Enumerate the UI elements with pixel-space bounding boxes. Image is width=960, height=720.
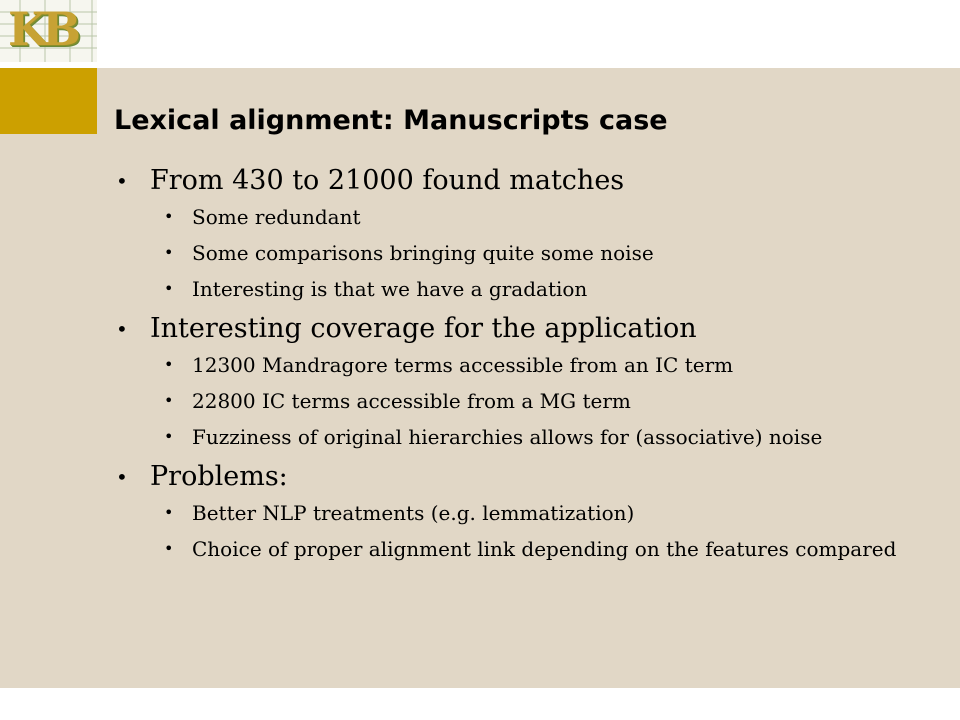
sub-bullet-text: 22800 IC terms accessible from a MG term bbox=[192, 389, 631, 413]
sub-bullet-text: Choice of proper alignment link dependin… bbox=[192, 537, 897, 561]
bullet-text: Interesting coverage for the application bbox=[150, 313, 697, 344]
sub-bullet-item: • 22800 IC terms accessible from a MG te… bbox=[112, 388, 932, 414]
bullet-icon: • bbox=[116, 317, 128, 341]
bullet-item: • Interesting coverage for the applicati… bbox=[112, 312, 932, 346]
bullet-icon: • bbox=[164, 279, 174, 298]
logo-grid bbox=[0, 0, 97, 62]
bullet-icon: • bbox=[164, 503, 174, 522]
bullet-icon: • bbox=[164, 207, 174, 226]
bullet-text: From 430 to 21000 found matches bbox=[150, 165, 625, 196]
sub-bullet-item: • Some comparisons bringing quite some n… bbox=[112, 240, 932, 266]
bullet-icon: • bbox=[116, 465, 128, 489]
sub-bullet-item: • Better NLP treatments (e.g. lemmatizat… bbox=[112, 500, 932, 526]
logo-text: KB bbox=[8, 2, 81, 56]
slide-title: Lexical alignment: Manuscripts case bbox=[114, 105, 668, 136]
bullet-item: • From 430 to 21000 found matches bbox=[112, 164, 932, 198]
sub-bullet-text: Some redundant bbox=[192, 205, 361, 229]
sub-bullet-text: Some comparisons bringing quite some noi… bbox=[192, 241, 654, 265]
sub-bullet-text: Better NLP treatments (e.g. lemmatizatio… bbox=[192, 501, 635, 525]
sub-bullet-item: • Interesting is that we have a gradatio… bbox=[112, 276, 932, 302]
sub-bullet-text: Interesting is that we have a gradation bbox=[192, 277, 588, 301]
accent-block bbox=[0, 68, 97, 134]
sub-bullet-text: 12300 Mandragore terms accessible from a… bbox=[192, 353, 734, 377]
bullet-icon: • bbox=[164, 539, 174, 558]
bullet-item: • Problems: bbox=[112, 460, 932, 494]
bullet-icon: • bbox=[164, 391, 174, 410]
bullet-icon: • bbox=[164, 355, 174, 374]
sub-bullet-item: • Some redundant bbox=[112, 204, 932, 230]
sub-bullet-item: • 12300 Mandragore terms accessible from… bbox=[112, 352, 932, 378]
sub-bullet-item: • Fuzziness of original hierarchies allo… bbox=[112, 424, 932, 450]
slide-background bbox=[0, 68, 960, 688]
bullet-icon: • bbox=[164, 427, 174, 446]
bullet-icon: • bbox=[116, 169, 128, 193]
sub-bullet-item: • Choice of proper alignment link depend… bbox=[112, 536, 932, 562]
bullet-icon: • bbox=[164, 243, 174, 262]
bullet-text: Problems: bbox=[150, 461, 288, 492]
sub-bullet-text: Fuzziness of original hierarchies allows… bbox=[192, 425, 823, 449]
slide-content: • From 430 to 21000 found matches • Some… bbox=[112, 164, 932, 572]
kb-logo: KB bbox=[0, 0, 97, 62]
